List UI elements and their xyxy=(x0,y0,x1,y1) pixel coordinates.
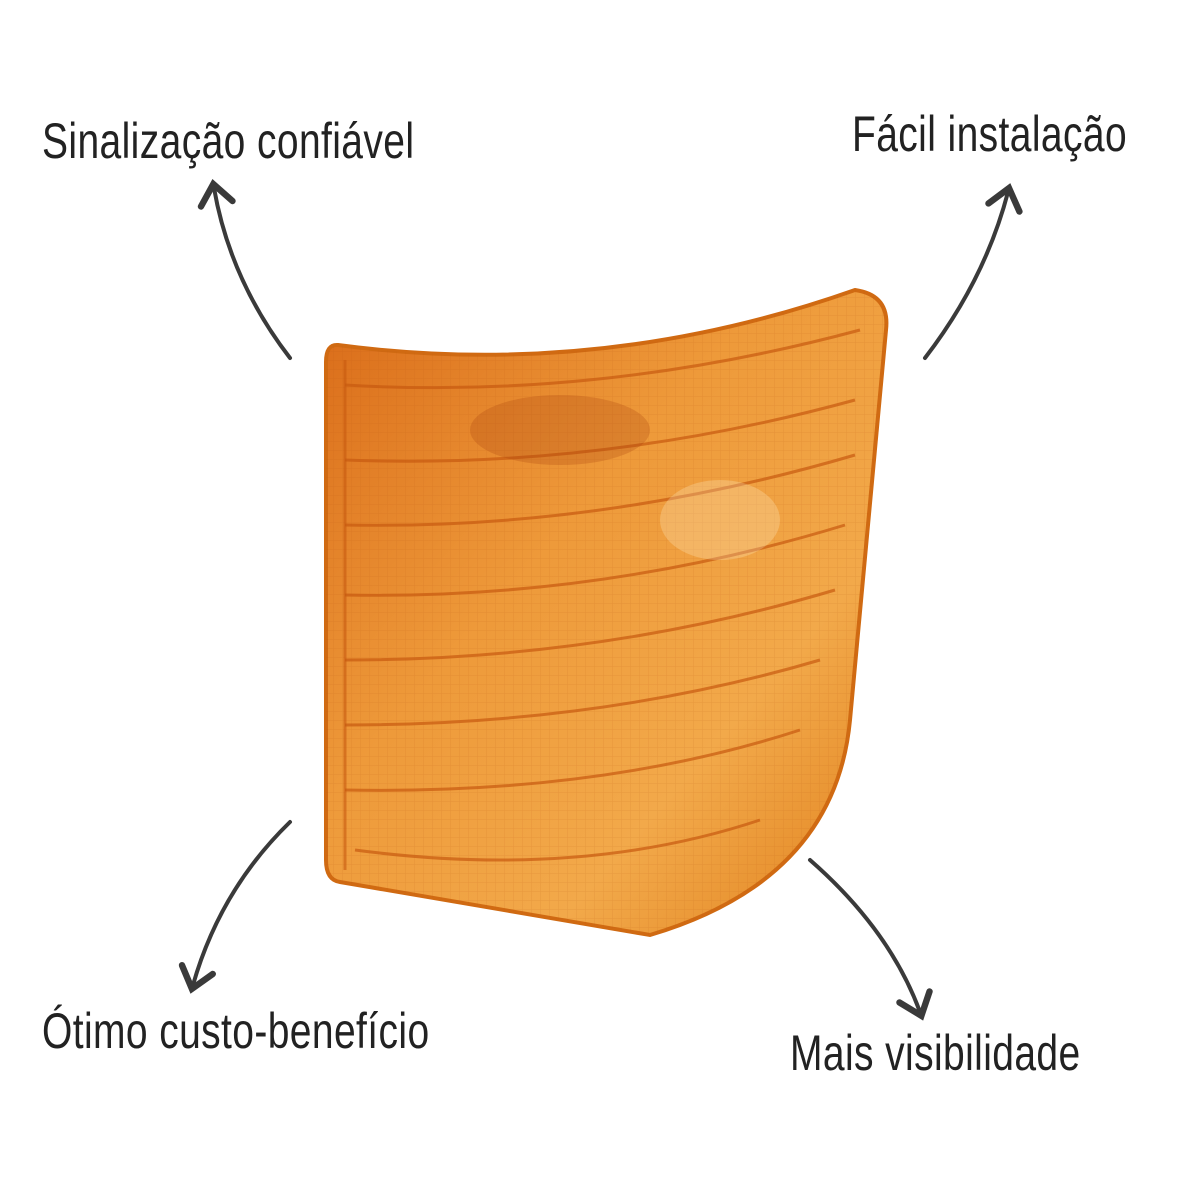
feature-label-cost-benefit: Ótimo custo-benefício xyxy=(42,1003,430,1059)
feature-label-reliable-signaling: Sinalização confiável xyxy=(42,113,415,169)
arrow-top-right xyxy=(923,183,1023,360)
turn-signal-lens xyxy=(324,287,889,938)
feature-label-easy-installation: Fácil instalação xyxy=(852,106,1128,162)
arrow-top-left xyxy=(197,179,292,360)
feature-label-visibility: Mais visibilidade xyxy=(790,1025,1081,1081)
arrow-bottom-left xyxy=(178,820,292,994)
arrow-bottom-right xyxy=(808,858,933,1021)
